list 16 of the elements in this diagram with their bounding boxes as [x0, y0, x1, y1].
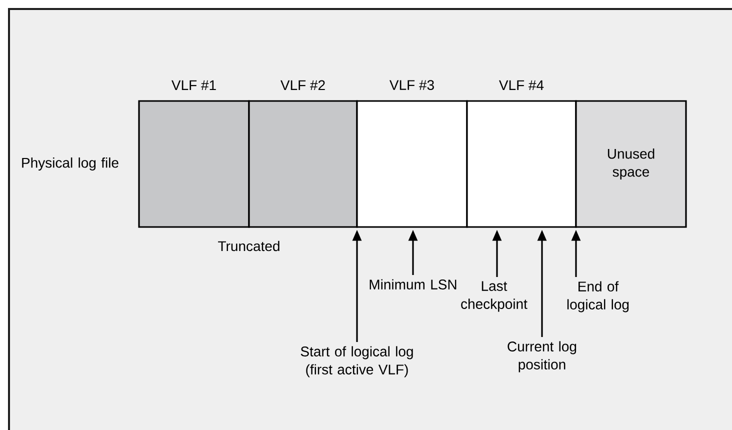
label-text: Truncated [218, 240, 280, 252]
annotation-text: Current log position [508, 341, 576, 372]
log-segment: VLF #3 [356, 80, 468, 228]
annotation-text: End of logical log [567, 281, 629, 312]
annotation-text: Start of logical log (first active VLF) [300, 346, 413, 378]
node-label: VLF #1 [172, 80, 216, 90]
node-label: VLF #4 [498, 80, 544, 90]
annotation-text: Minimum LSN [370, 279, 456, 290]
node-label: VLF #3 [389, 80, 434, 90]
node-label: VLF #2 [280, 80, 325, 90]
log-segment: Unused space [575, 100, 687, 228]
log-segment: VLF #4 [466, 80, 577, 228]
label-text: Physical log file [22, 157, 118, 171]
annotation-text: Last checkpoint [461, 281, 528, 312]
log-segment: VLF #2 [248, 80, 358, 228]
log-segment: VLF #1 [138, 80, 250, 228]
